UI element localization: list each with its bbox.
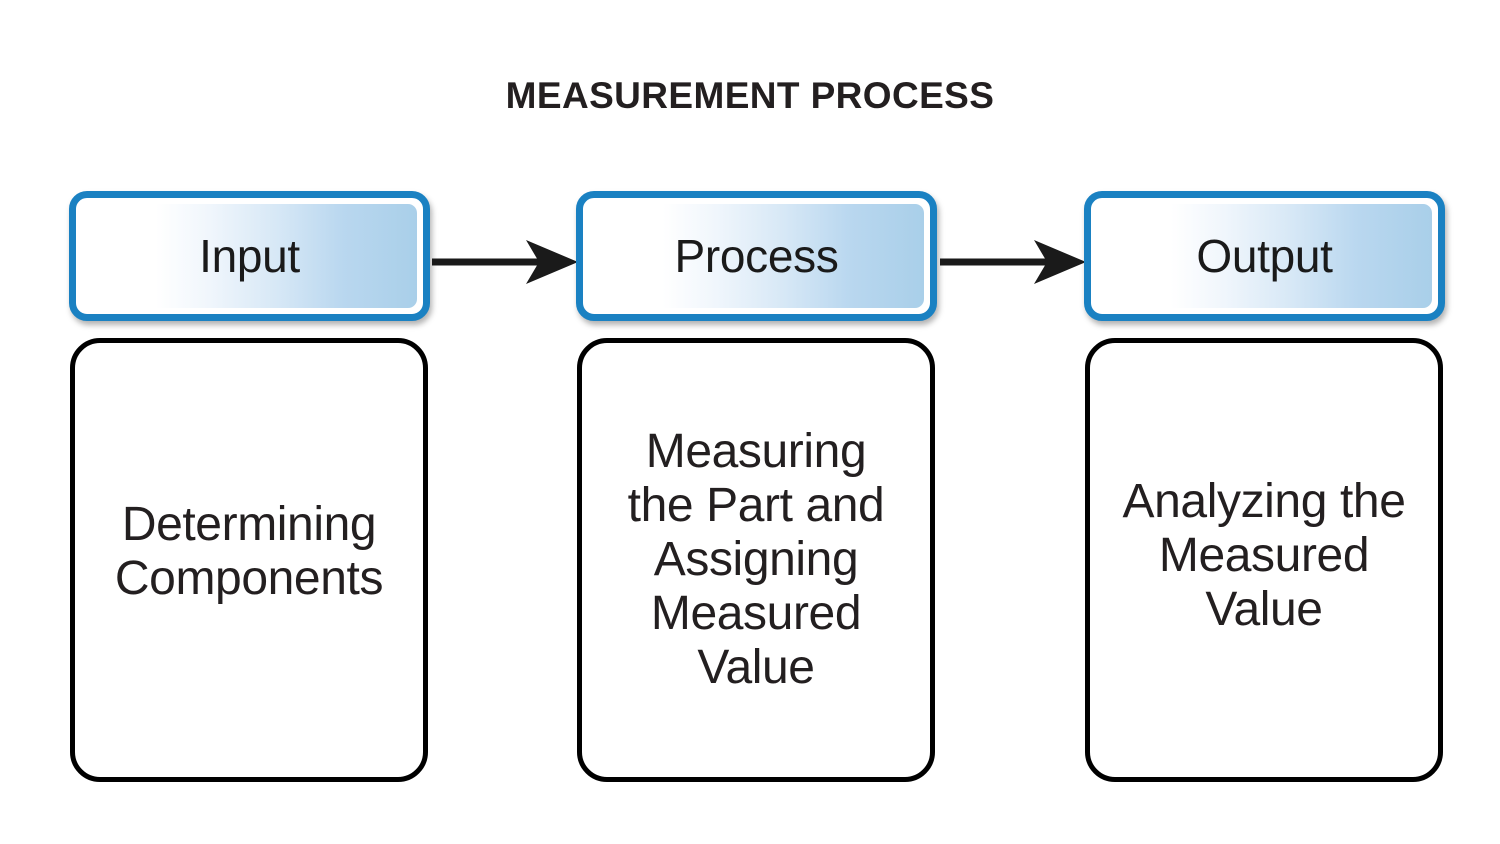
arrow-right-icon [432,238,578,286]
stage-header-label-output: Output [1196,230,1333,282]
header-gradient-fill [1094,201,1435,311]
stage-body-text-output: Analyzing the Measured Value [1122,475,1406,636]
stage-header-label-input: Input [199,230,300,282]
arrow-right-icon [940,238,1086,286]
stage-column-output: Output Analyzing the Measured Value [1084,0,1445,844]
stage-header-process[interactable]: Process [576,191,937,321]
page-title: MEASUREMENT PROCESS [505,75,995,116]
header-gradient-fill [79,201,420,311]
stage-body-output[interactable]: Analyzing the Measured Value [1085,338,1443,782]
stage-body-text-input: Determining Components [114,498,384,605]
stage-column-input: Input Determining Components [69,0,430,844]
stage-header-output[interactable]: Output [1084,191,1445,321]
stage-column-process: Process Measuring the Part and Assigning… [576,0,937,844]
stage-body-process[interactable]: Measuring the Part and Assigning Measure… [577,338,935,782]
stage-header-label-process: Process [674,230,839,282]
stage-header-input[interactable]: Input [69,191,430,321]
stage-body-input[interactable]: Determining Components [70,338,428,782]
stage-body-text-process: Measuring the Part and Assigning Measure… [627,425,885,694]
header-gradient-fill [586,201,927,311]
